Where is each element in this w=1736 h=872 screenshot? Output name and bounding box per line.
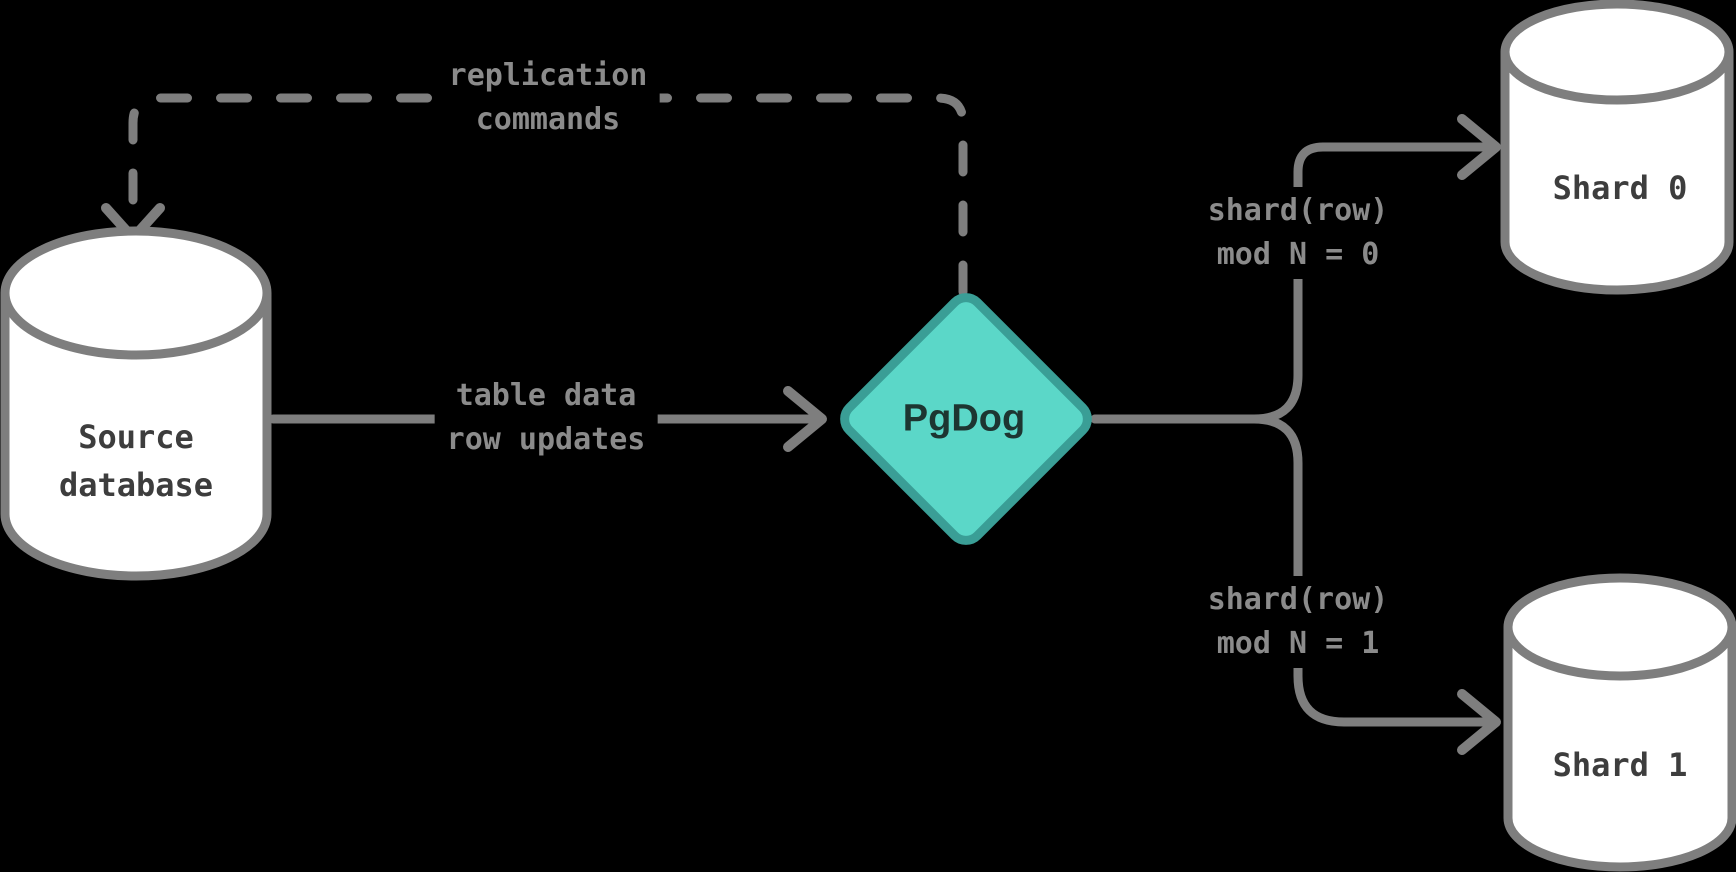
shard1-rule-label: shard(row) mod N = 1 (1195, 576, 1401, 668)
shard1-edge (1090, 414, 1493, 727)
shard0-rule-line2: mod N = 0 (1216, 237, 1380, 272)
shard1-rule-line1: shard(row) (1207, 582, 1389, 617)
shard0-label: Shard 0 (1552, 169, 1688, 207)
pgdog-diamond-icon (840, 293, 1092, 545)
arrow-right-into-shard1-icon (1457, 689, 1501, 755)
shard0-cylinder-icon (1500, 0, 1734, 295)
replication-commands-label: replication commands (436, 52, 660, 144)
replication-commands-line2: commands (475, 102, 621, 137)
table-data-label: table data row updates (434, 372, 658, 464)
shard1-cylinder-icon (1503, 573, 1736, 872)
source-database-line2: database (58, 466, 214, 504)
shard1-rule-line2: mod N = 1 (1216, 626, 1380, 661)
table-data-line1: table data (455, 378, 637, 413)
arrow-right-into-pgdog-icon (783, 386, 827, 452)
shard1-label: Shard 1 (1552, 746, 1688, 784)
source-database-label: Source database (59, 413, 213, 509)
shard0-rule-label: shard(row) mod N = 0 (1195, 187, 1401, 279)
table-data-line2: row updates (446, 422, 646, 457)
replication-commands-line1: replication (448, 58, 648, 93)
arrow-right-into-shard0-icon (1457, 114, 1501, 180)
source-database-line1: Source (78, 418, 194, 456)
shard0-rule-line1: shard(row) (1207, 193, 1389, 228)
source-database-cylinder-icon (0, 226, 272, 581)
pgdog-label: PgDog (902, 397, 1026, 440)
